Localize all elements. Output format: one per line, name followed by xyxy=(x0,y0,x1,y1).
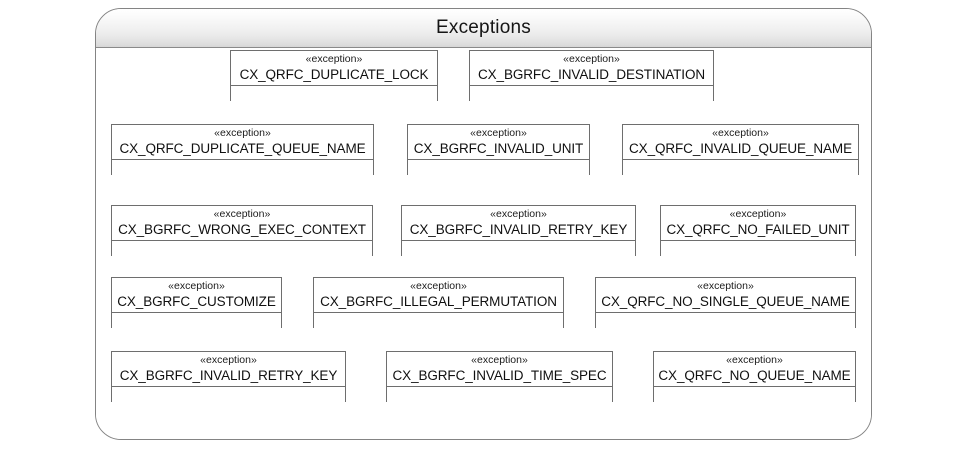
uml-class-name: CX_QRFC_DUPLICATE_QUEUE_NAME xyxy=(119,141,366,156)
uml-class-box[interactable]: «exception» CX_BGRFC_INVALID_DESTINATION xyxy=(469,50,714,103)
uml-attribute-compartment xyxy=(231,86,437,103)
uml-name-compartment: «exception» CX_QRFC_NO_QUEUE_NAME xyxy=(654,352,855,387)
uml-attribute-compartment xyxy=(661,241,855,258)
uml-stereotype-label: «exception» xyxy=(214,127,271,139)
uml-class-name: CX_QRFC_DUPLICATE_LOCK xyxy=(239,67,429,82)
uml-stereotype-label: «exception» xyxy=(729,208,787,220)
uml-name-compartment: «exception» CX_BGRFC_WRONG_EXEC_CONTEXT xyxy=(112,206,372,241)
uml-stereotype-label: «exception» xyxy=(470,127,527,139)
uml-class-name: CX_QRFC_INVALID_QUEUE_NAME xyxy=(629,141,852,156)
uml-class-name: CX_QRFC_NO_FAILED_UNIT xyxy=(666,222,850,237)
uml-name-compartment: «exception» CX_BGRFC_INVALID_RETRY_KEY xyxy=(112,352,345,387)
uml-name-compartment: «exception» CX_BGRFC_CUSTOMIZE xyxy=(112,278,281,313)
uml-stereotype-label: «exception» xyxy=(168,280,225,292)
uml-attribute-compartment xyxy=(402,241,635,258)
uml-class-name: CX_BGRFC_INVALID_RETRY_KEY xyxy=(409,222,628,237)
uml-class-name: CX_BGRFC_INVALID_UNIT xyxy=(413,141,584,156)
uml-class-box[interactable]: «exception» CX_QRFC_NO_FAILED_UNIT xyxy=(660,205,856,258)
uml-stereotype-label: «exception» xyxy=(410,280,467,292)
uml-class-box[interactable]: «exception» CX_BGRFC_INVALID_RETRY_KEY xyxy=(401,205,636,258)
uml-class-name: CX_BGRFC_CUSTOMIZE xyxy=(117,294,276,309)
uml-stereotype-label: «exception» xyxy=(213,208,271,220)
uml-class-name: CX_BGRFC_INVALID_DESTINATION xyxy=(478,67,705,82)
uml-attribute-compartment xyxy=(112,241,372,258)
uml-name-compartment: «exception» CX_BGRFC_INVALID_TIME_SPEC xyxy=(387,352,612,387)
uml-attribute-compartment xyxy=(112,387,345,404)
uml-stereotype-label: «exception» xyxy=(563,53,620,65)
uml-attribute-compartment xyxy=(387,387,612,404)
uml-name-compartment: «exception» CX_BGRFC_INVALID_RETRY_KEY xyxy=(402,206,635,241)
uml-attribute-compartment xyxy=(112,160,373,177)
uml-name-compartment: «exception» CX_QRFC_DUPLICATE_LOCK xyxy=(231,51,437,86)
uml-class-box[interactable]: «exception» CX_QRFC_DUPLICATE_QUEUE_NAME xyxy=(111,124,374,177)
page-title: Exceptions xyxy=(436,17,531,38)
uml-stereotype-label: «exception» xyxy=(712,127,769,139)
package-header: Exceptions xyxy=(96,9,871,48)
uml-stereotype-label: «exception» xyxy=(471,354,528,366)
uml-attribute-compartment xyxy=(654,387,855,404)
uml-attribute-compartment xyxy=(408,160,589,177)
uml-class-box[interactable]: «exception» CX_BGRFC_INVALID_RETRY_KEY xyxy=(111,351,346,404)
uml-class-box[interactable]: «exception» CX_BGRFC_ILLEGAL_PERMUTATION xyxy=(313,277,564,330)
uml-class-name: CX_QRFC_NO_SINGLE_QUEUE_NAME xyxy=(601,294,850,309)
uml-stereotype-label: «exception» xyxy=(305,53,363,65)
uml-class-name: CX_QRFC_NO_QUEUE_NAME xyxy=(658,368,851,383)
uml-name-compartment: «exception» CX_BGRFC_ILLEGAL_PERMUTATION xyxy=(314,278,563,313)
uml-stereotype-label: «exception» xyxy=(490,208,547,220)
uml-attribute-compartment xyxy=(314,313,563,330)
uml-name-compartment: «exception» CX_QRFC_NO_SINGLE_QUEUE_NAME xyxy=(596,278,855,313)
package-body: «exception»CX_QRFC_DUPLICATE_LOCK«except… xyxy=(96,48,871,439)
uml-attribute-compartment xyxy=(596,313,855,330)
uml-attribute-compartment xyxy=(470,86,713,103)
uml-class-name: CX_BGRFC_INVALID_RETRY_KEY xyxy=(119,368,338,383)
uml-class-box[interactable]: «exception» CX_QRFC_INVALID_QUEUE_NAME xyxy=(622,124,859,177)
package-exceptions: Exceptions «exception» CX_QRFC_DUPLICATE_… xyxy=(95,8,872,440)
uml-class-name: CX_BGRFC_WRONG_EXEC_CONTEXT xyxy=(118,222,366,237)
uml-name-compartment: «exception» CX_QRFC_INVALID_QUEUE_NAME xyxy=(623,125,858,160)
uml-stereotype-label: «exception» xyxy=(726,354,783,366)
uml-attribute-compartment xyxy=(112,313,281,330)
uml-class-box[interactable]: «exception» CX_QRFC_NO_SINGLE_QUEUE_NAME xyxy=(595,277,856,330)
uml-class-box[interactable]: «exception» CX_BGRFC_WRONG_EXEC_CONTEXT xyxy=(111,205,373,258)
uml-name-compartment: «exception» CX_BGRFC_INVALID_DESTINATION xyxy=(470,51,713,86)
uml-class-box[interactable]: «exception» CX_BGRFC_CUSTOMIZE xyxy=(111,277,282,330)
uml-class-name: CX_BGRFC_INVALID_TIME_SPEC xyxy=(392,368,607,383)
uml-class-name: CX_BGRFC_ILLEGAL_PERMUTATION xyxy=(320,294,557,309)
uml-name-compartment: «exception» CX_QRFC_DUPLICATE_QUEUE_NAME xyxy=(112,125,373,160)
uml-class-box[interactable]: «exception» CX_BGRFC_INVALID_UNIT xyxy=(407,124,590,177)
uml-class-box[interactable]: «exception» CX_QRFC_DUPLICATE_LOCK xyxy=(230,50,438,103)
uml-stereotype-label: «exception» xyxy=(697,280,754,292)
uml-name-compartment: «exception» CX_BGRFC_INVALID_UNIT xyxy=(408,125,589,160)
uml-class-box[interactable]: «exception» CX_BGRFC_INVALID_TIME_SPEC xyxy=(386,351,613,404)
uml-attribute-compartment xyxy=(623,160,858,177)
uml-name-compartment: «exception» CX_QRFC_NO_FAILED_UNIT xyxy=(661,206,855,241)
uml-class-box[interactable]: «exception» CX_QRFC_NO_QUEUE_NAME xyxy=(653,351,856,404)
uml-stereotype-label: «exception» xyxy=(200,354,257,366)
